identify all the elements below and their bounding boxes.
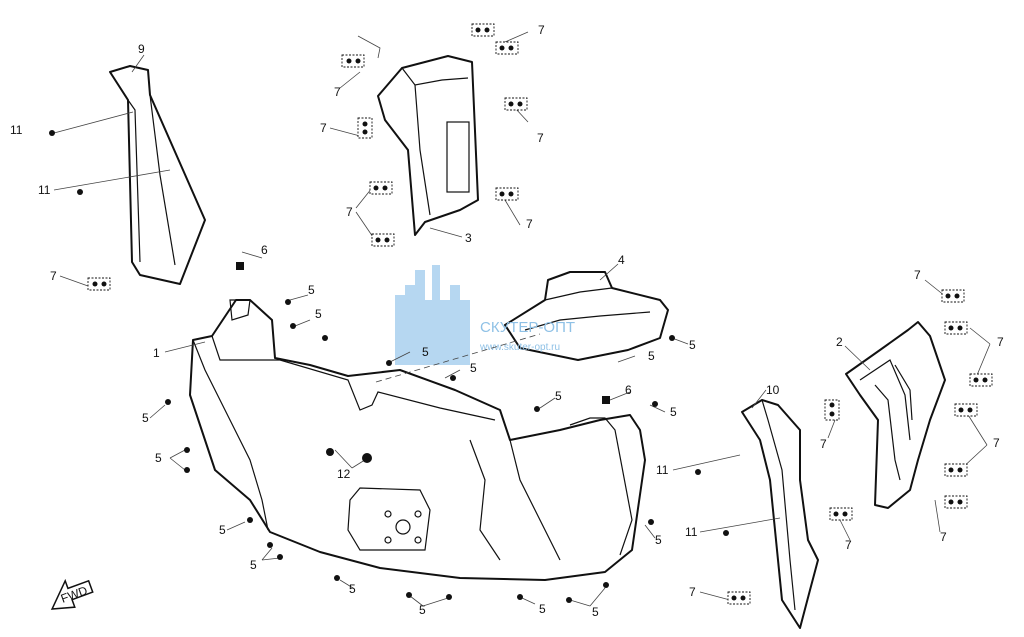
callout-5: 5 — [142, 411, 149, 425]
callout-5: 5 — [670, 405, 677, 419]
callout-numbers: 9 11 11 7 7 7 7 7 7 7 3 6 4 5 5 1 5 5 5 … — [10, 23, 1004, 619]
part-4-seat-tray — [504, 271, 669, 361]
callout-5: 5 — [308, 283, 315, 297]
callout-5: 5 — [689, 338, 696, 352]
watermark-url: www.skuter-opt.ru — [479, 342, 560, 353]
part-9-side-guard — [109, 65, 206, 285]
callout-12: 12 — [337, 467, 351, 481]
callout-2: 2 — [836, 335, 843, 349]
callout-11: 11 — [38, 183, 51, 197]
callout-7: 7 — [346, 205, 353, 219]
part-3-top-cover — [377, 55, 479, 236]
callout-9: 9 — [138, 42, 145, 56]
callout-10: 10 — [766, 383, 780, 397]
callout-4: 4 — [618, 253, 625, 267]
callout-5: 5 — [155, 451, 162, 465]
callout-7: 7 — [914, 268, 921, 282]
watermark-title: СКУТЕР-ОПТ — [480, 319, 575, 336]
callout-7: 7 — [845, 538, 852, 552]
callout-7: 7 — [993, 436, 1000, 450]
callout-7: 7 — [689, 585, 696, 599]
callout-7: 7 — [526, 217, 533, 231]
callout-5: 5 — [250, 558, 257, 572]
leader-lines — [53, 31, 991, 607]
callout-5: 5 — [648, 349, 655, 363]
callout-7: 7 — [50, 269, 57, 283]
callout-5: 5 — [349, 582, 356, 596]
callout-7: 7 — [538, 23, 545, 37]
callout-6: 6 — [261, 243, 268, 257]
callout-7: 7 — [334, 85, 341, 99]
callout-5: 5 — [655, 533, 662, 547]
callout-5: 5 — [592, 605, 599, 619]
callout-7: 7 — [940, 530, 947, 544]
callout-5: 5 — [219, 523, 226, 537]
part-10-side-strip — [741, 399, 819, 629]
part-2-front-cover — [845, 321, 946, 509]
callout-7: 7 — [997, 335, 1004, 349]
callout-7: 7 — [320, 121, 327, 135]
direction-arrow-icon: FWD — [50, 578, 94, 610]
callout-6: 6 — [625, 383, 632, 397]
callout-5: 5 — [422, 345, 429, 359]
callout-5: 5 — [555, 389, 562, 403]
callout-7: 7 — [820, 437, 827, 451]
callout-5: 5 — [539, 602, 546, 616]
fasteners — [49, 23, 993, 605]
callout-3: 3 — [465, 231, 472, 245]
callout-11: 11 — [10, 123, 23, 137]
callout-5: 5 — [470, 361, 477, 375]
callout-11: 11 — [685, 525, 698, 539]
callout-7: 7 — [537, 131, 544, 145]
callout-1: 1 — [153, 346, 160, 360]
watermark-logo: СКУТЕР-ОПТ www.skuter-opt.ru — [395, 265, 575, 365]
part-1-main-panel — [189, 299, 646, 581]
callout-11: 11 — [656, 463, 669, 477]
callout-5: 5 — [419, 603, 426, 617]
callout-5: 5 — [315, 307, 322, 321]
